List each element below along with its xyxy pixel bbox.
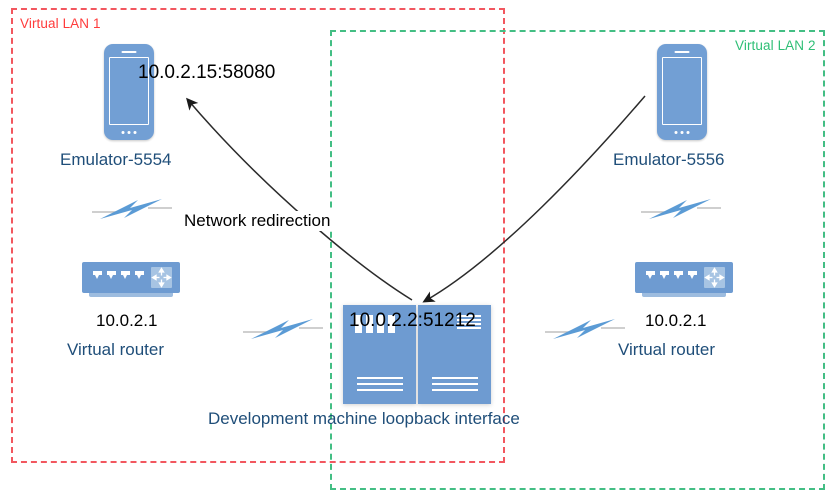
emulator-5554-name: Emulator-5554 — [60, 150, 172, 169]
server-icon-loopback — [343, 305, 491, 404]
router-icon-left — [82, 262, 180, 298]
router-base — [642, 293, 726, 297]
loopback-server-address: 10.0.2.2:51212 — [349, 310, 476, 331]
router-right-address: 10.0.2.1 — [645, 311, 707, 330]
smartphone-icon-emulator-5554 — [104, 44, 154, 140]
router-base — [89, 293, 173, 297]
router-direction-arrows-icon — [704, 267, 725, 288]
phone-screen — [662, 57, 702, 125]
phone-home-dots — [121, 131, 137, 134]
emulator-5554-address: 10.0.2.15:58080 — [138, 62, 276, 83]
phone-speaker — [121, 51, 137, 53]
server-leds — [457, 315, 481, 331]
smartphone-icon-emulator-5556 — [657, 44, 707, 140]
server-slots — [356, 377, 403, 391]
network-link-icon-right-upper — [641, 195, 721, 225]
server-vents — [355, 315, 395, 333]
network-link-icon-left-upper — [92, 195, 172, 225]
network-link-icon-right-lower — [545, 315, 625, 345]
server-blade-right — [418, 305, 491, 404]
emulator-5556-name: Emulator-5556 — [613, 150, 725, 169]
server-blade-left — [343, 305, 416, 404]
router-right-name: Virtual router — [618, 340, 716, 359]
router-left-address: 10.0.2.1 — [96, 311, 158, 330]
virtual-lan-2-label: Virtual LAN 2 — [735, 38, 816, 53]
network-redirection-label: Network redirection — [182, 211, 333, 231]
router-body — [635, 262, 733, 293]
router-ports — [646, 271, 697, 282]
phone-home-dots — [674, 131, 690, 134]
phone-screen — [109, 57, 149, 125]
loopback-server-caption: Development machine loopback interface — [208, 409, 520, 428]
router-icon-right — [635, 262, 733, 298]
router-ports — [93, 271, 144, 282]
router-direction-arrows-icon — [151, 267, 172, 288]
router-body — [82, 262, 180, 293]
virtual-lan-1-label: Virtual LAN 1 — [20, 16, 101, 31]
phone-speaker — [674, 51, 690, 53]
network-link-icon-left-lower — [243, 315, 323, 345]
server-slots — [431, 377, 478, 391]
router-left-name: Virtual router — [67, 340, 165, 359]
